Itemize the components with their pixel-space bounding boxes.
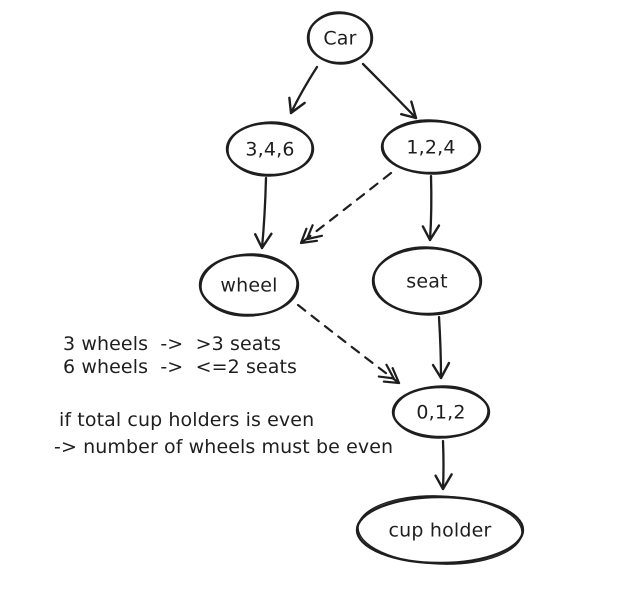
node-car-label: Car	[323, 27, 357, 50]
node-cup-domain-shape	[391, 385, 491, 439]
node-cup-holder-shape	[355, 495, 525, 565]
node-wheel-shape	[198, 253, 300, 317]
node-wheel-domain-shape	[225, 121, 315, 177]
edge-seat-domain-to-wheel-dashed	[299, 171, 393, 245]
edge-car-to-seat-domain	[361, 62, 418, 120]
edge-seat-to-cup-domain	[431, 315, 451, 380]
node-seat-domain-label: 1,2,4	[406, 136, 456, 159]
node-wheel-domain-label: 3,4,6	[245, 138, 295, 161]
node-seat-domain-shape	[380, 119, 482, 175]
annotation-wheels-seats-rule-1: 3 wheels -> >3 seats	[63, 333, 282, 355]
annotation-wheels-seats-rule-2: 6 wheels -> <=2 seats	[63, 356, 298, 378]
node-cup-domain-label: 0,1,2	[416, 401, 466, 424]
edge-car-to-wheel-domain	[288, 65, 319, 115]
node-seat-shape	[371, 246, 483, 316]
node-car-shape	[306, 11, 374, 65]
node-cup-holder-label: cup holder	[388, 519, 492, 542]
edge-seat-domain-to-seat	[421, 174, 441, 242]
edge-wheel-domain-to-wheel	[254, 176, 273, 250]
annotation-cup-holder-rule-line-1: if total cup holders is even	[59, 409, 315, 431]
annotation-cup-holder-rule-line-2: -> number of wheels must be even	[54, 436, 394, 458]
edge-wheel-to-cup-domain-dashed	[296, 303, 401, 385]
node-wheel-label: wheel	[220, 274, 278, 297]
edge-cup-domain-to-cup-holder	[434, 439, 453, 491]
node-seat-label: seat	[406, 270, 448, 293]
